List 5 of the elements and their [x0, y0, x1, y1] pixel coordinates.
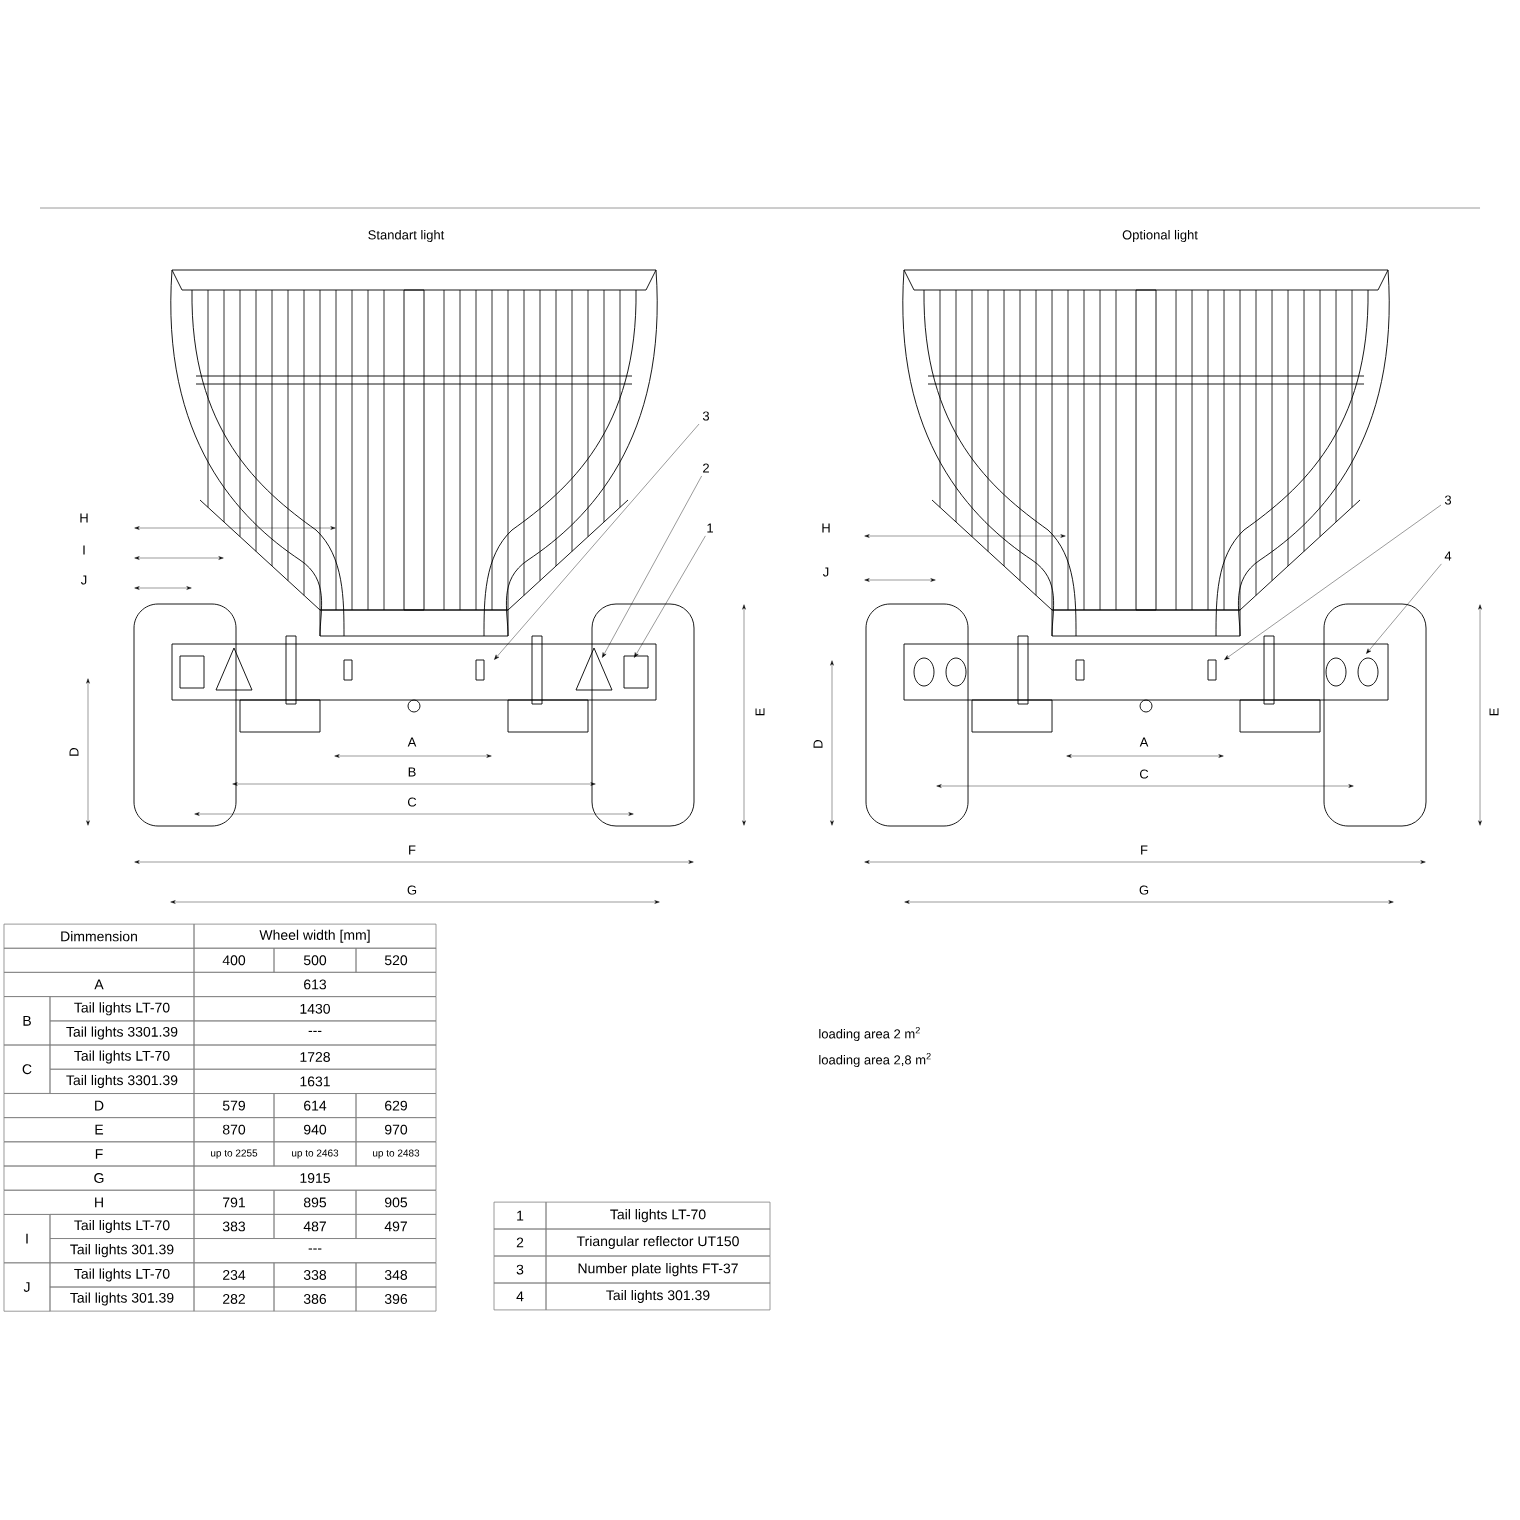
leader-line [634, 535, 706, 658]
leader-line [494, 423, 700, 660]
leader-line [602, 475, 702, 658]
leader-line [1224, 504, 1442, 660]
leader-line [1366, 563, 1442, 654]
